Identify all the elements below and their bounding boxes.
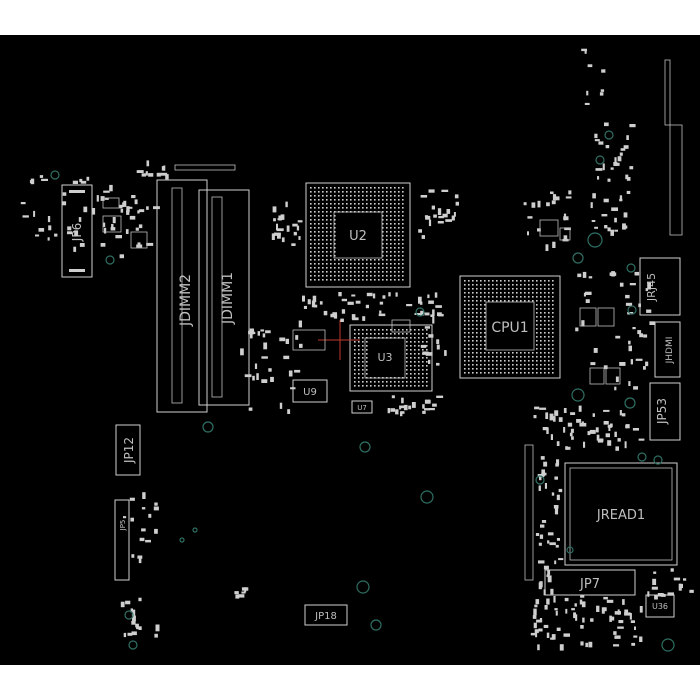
chip-u9[interactable]: U9 (292, 379, 328, 403)
smd-components (20, 48, 694, 651)
edge-connector-left-strip (174, 59, 683, 581)
connector-jp7[interactable]: JP7 (544, 569, 636, 596)
label-jrj45: JRJ45 (645, 273, 658, 302)
connector-jrj45[interactable]: JRJ45 (639, 257, 681, 316)
label-u2: U2 (349, 229, 367, 244)
mounting-vias (50, 130, 675, 652)
circuit-board-layout: JDIMM2 JDIMM1 JP6 JP12 JP5 JP18 U2 C (0, 35, 700, 665)
label-jread1: JREAD1 (596, 508, 645, 523)
label-u9: U9 (303, 387, 317, 398)
label-u7: U7 (357, 404, 367, 412)
label-jp7: JP7 (579, 577, 600, 592)
label-u36: U36 (652, 602, 668, 611)
connector-jp12[interactable]: JP12 (115, 424, 141, 476)
label-jhdmi: JHDMI (665, 337, 675, 365)
chip-cpu1[interactable]: CPU1 (459, 275, 561, 379)
chip-u36[interactable]: U36 (645, 594, 675, 618)
chip-u7[interactable]: U7 (351, 400, 373, 414)
label-cpu1: CPU1 (491, 320, 528, 336)
connector-jp18[interactable]: JP18 (304, 604, 348, 626)
label-jp18: JP18 (314, 611, 337, 622)
dimm-slot-jdimm2[interactable]: JDIMM2 (156, 179, 208, 413)
chip-u3[interactable]: U3 (318, 320, 433, 392)
label-u3: U3 (377, 351, 392, 364)
label-jp53: JP53 (655, 398, 669, 425)
connector-jp53[interactable]: JP53 (649, 382, 681, 441)
label-jp5: JP5 (119, 520, 127, 532)
label-jdimm2: JDIMM2 (178, 274, 194, 327)
label-jp12: JP12 (122, 437, 136, 464)
label-jdimm1: JDIMM1 (220, 272, 236, 325)
dimm-slot-jdimm1[interactable]: JDIMM1 (198, 189, 250, 406)
connector-jhdmi[interactable]: JHDMI (654, 321, 681, 378)
connector-jp5[interactable]: JP5 (114, 499, 130, 581)
chip-u2[interactable]: U2 (305, 182, 411, 288)
connector-jread1[interactable]: JREAD1 (564, 462, 678, 566)
pcb-canvas: JDIMM2 JDIMM1 JP6 JP12 JP5 JP18 U2 C (20, 48, 694, 652)
